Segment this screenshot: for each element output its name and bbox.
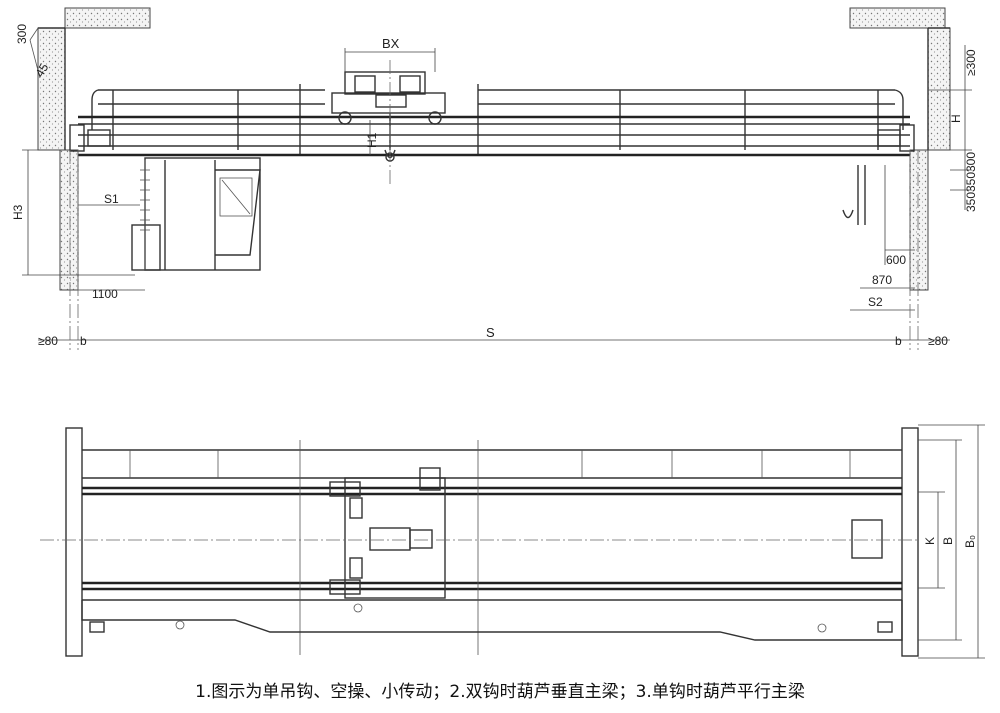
h-label: H — [949, 114, 963, 123]
right-hook — [842, 165, 866, 225]
railing — [91, 84, 904, 155]
dim-300-right-top: ≥300 — [964, 49, 978, 76]
main-girder — [69, 115, 915, 157]
span-label: S — [486, 325, 495, 340]
trolley — [331, 60, 446, 185]
b-left-label: b — [80, 334, 87, 348]
trolley-plan — [329, 467, 446, 599]
b-right-label: b — [895, 334, 902, 348]
dim-300-left: 300 — [15, 24, 29, 44]
left-ceiling — [64, 7, 151, 29]
bx-label: BX — [382, 36, 400, 51]
dim-80-left: ≥80 — [38, 334, 58, 348]
right-wall-lower — [909, 149, 929, 291]
plan-view — [40, 424, 985, 659]
s1-label: S1 — [104, 192, 119, 206]
b0-label: B₀ — [963, 535, 977, 548]
dim-1100: 1100 — [92, 287, 118, 301]
dim-350-a: 350 — [964, 172, 978, 192]
dim-870: 870 — [872, 273, 892, 287]
cab-plan — [851, 519, 883, 559]
dim-600: 600 — [886, 253, 906, 267]
h1-label: H1 — [365, 132, 379, 148]
h3-label: H3 — [11, 204, 25, 220]
dim-45: 45 — [32, 61, 51, 80]
operator-cab — [131, 157, 261, 271]
left-end-carriage — [65, 427, 83, 657]
s2-label: S2 — [868, 295, 883, 309]
b-width-label: B — [941, 537, 955, 545]
elevation-view — [22, 7, 972, 350]
k-label: K — [923, 537, 937, 545]
left-wall-lower — [59, 149, 79, 291]
dim-80-right: ≥80 — [928, 334, 948, 348]
caption: 1.图示为单吊钩、空操、小传动；2.双钩时葫芦垂直主梁；3.单钩时葫芦平行主梁 — [195, 682, 805, 702]
dim-350-b: 350 — [964, 192, 978, 212]
right-ceiling — [849, 7, 946, 29]
right-wall-upper — [927, 27, 951, 151]
right-end-carriage — [901, 427, 919, 657]
dim-300-right: 300 — [964, 152, 978, 172]
girder-web — [81, 600, 903, 641]
left-wall-upper — [37, 27, 66, 151]
